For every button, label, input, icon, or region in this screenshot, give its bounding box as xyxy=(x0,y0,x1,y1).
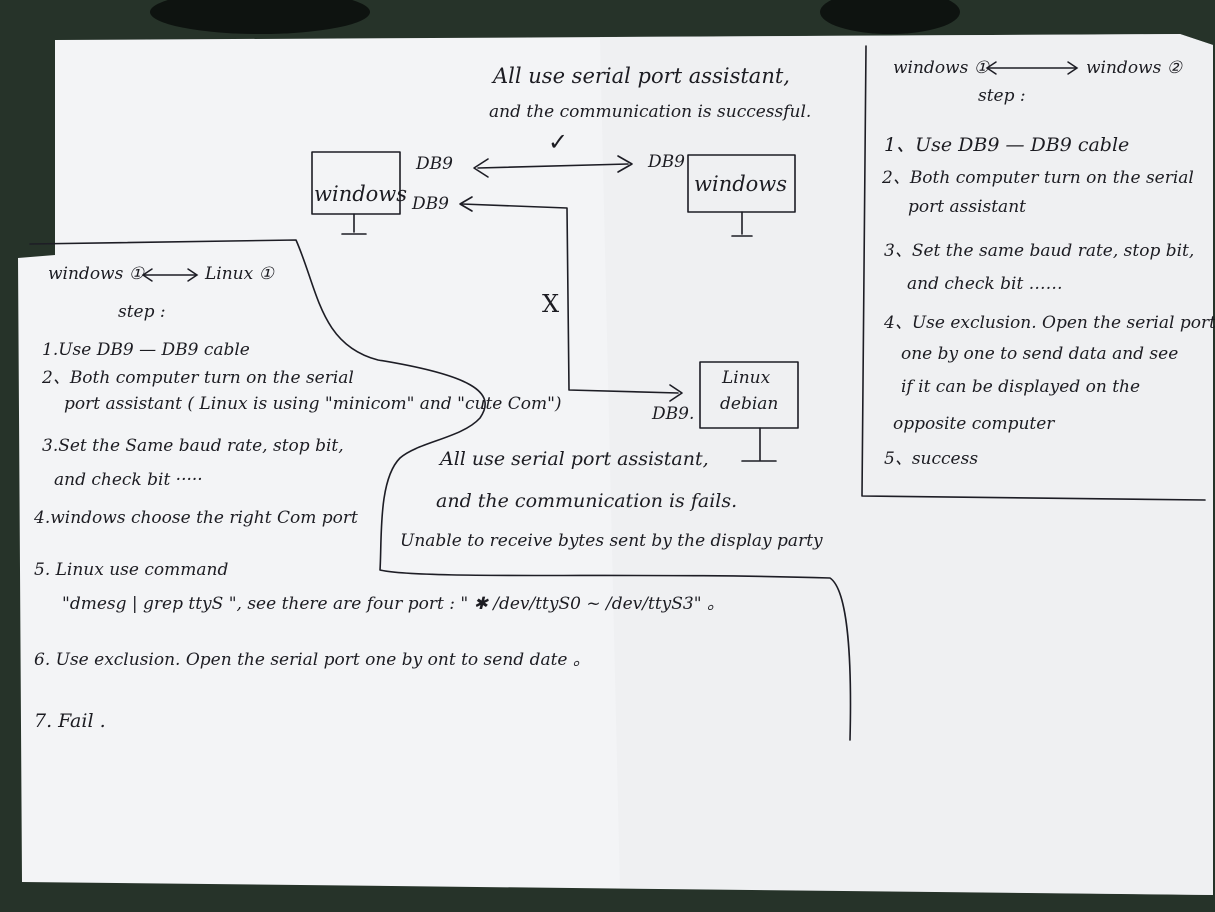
left-header-double-arrow xyxy=(141,268,199,282)
fail-note-line-2: and the communication is fails. xyxy=(436,490,738,512)
left-step-line-9: 6. Use exclusion. Open the serial port o… xyxy=(34,650,590,670)
arrow-head-left xyxy=(473,158,489,178)
right-step-line-4: 3、Set the same baud rate, stop bit, xyxy=(884,241,1195,261)
linux-monitor xyxy=(699,361,799,429)
right-panel-border xyxy=(861,45,1206,501)
left-header-left: windows ① xyxy=(48,264,144,284)
desk-shadow-top-right xyxy=(820,0,960,34)
left-step-line-6: 4.windows choose the right Com port xyxy=(34,508,358,528)
left-step-title: step : xyxy=(118,302,166,322)
fail-note-line-3: Unable to receive bytes sent by the disp… xyxy=(400,531,823,551)
left-step-line-2: 2、Both computer turn on the serial xyxy=(42,368,354,388)
right-step-line-5: and check bit …… xyxy=(907,274,1063,294)
windows-1-label: windows xyxy=(314,182,408,206)
arrow-head-linux-end xyxy=(669,384,683,402)
windows-1-port-bottom: DB9 xyxy=(412,194,449,214)
left-panel-border xyxy=(29,239,852,741)
arrow-head-windows-end xyxy=(459,196,473,212)
right-header-left: windows ① xyxy=(893,58,989,78)
arrow-head-right xyxy=(617,155,633,173)
right-step-title: step : xyxy=(978,86,1026,106)
left-step-line-5: and check bit ····· xyxy=(54,470,203,490)
linux-label-line-2: debian xyxy=(720,394,779,414)
cross-mark: X xyxy=(542,290,560,318)
windows-1-port-top: DB9 xyxy=(416,154,453,174)
right-step-line-7: one by one to send data and see xyxy=(901,344,1179,364)
windows-1-monitor xyxy=(311,151,401,215)
windows-2-label: windows xyxy=(694,172,788,196)
left-step-line-3: port assistant ( Linux is using "minicom… xyxy=(64,394,562,414)
right-step-line-3: port assistant xyxy=(908,197,1026,217)
left-step-line-10: 7. Fail . xyxy=(34,710,106,732)
top-note-line-2: and the communication is successful. xyxy=(489,102,812,122)
right-step-line-1: 1、Use DB9 — DB9 cable xyxy=(884,134,1130,156)
paper-shade xyxy=(600,34,1213,895)
left-header-right: Linux ① xyxy=(205,264,274,284)
right-step-line-8: if it can be displayed on the xyxy=(901,377,1141,397)
fail-note-line-1: All use serial port assistant, xyxy=(440,448,709,470)
top-note-line-1: All use serial port assistant, xyxy=(493,64,790,88)
right-step-line-10: 5、success xyxy=(884,449,979,469)
windows-2-port: DB9 xyxy=(648,152,685,172)
left-step-line-8: "dmesg | grep ttyS ", see there are four… xyxy=(62,594,724,614)
link-windows-linux xyxy=(461,203,679,394)
right-step-line-9: opposite computer xyxy=(893,414,1055,434)
check-mark: ✓ xyxy=(548,128,569,156)
linux-label-line-1: Linux xyxy=(722,368,771,388)
linux-port: DB9. xyxy=(652,404,695,424)
left-step-line-1: 1.Use DB9 — DB9 cable xyxy=(42,340,250,360)
right-step-line-6: 4、Use exclusion. Open the serial port xyxy=(884,313,1215,333)
right-header-right: windows ② xyxy=(1086,58,1182,78)
left-step-line-7: 5. Linux use command xyxy=(34,560,229,580)
right-step-line-2: 2、Both computer turn on the serial xyxy=(882,168,1194,188)
link-windows-windows xyxy=(477,163,629,169)
left-step-line-4: 3.Set the Same baud rate, stop bit, xyxy=(42,436,344,456)
right-header-double-arrow xyxy=(985,61,1079,75)
desk-shadow-top-left xyxy=(150,0,370,34)
